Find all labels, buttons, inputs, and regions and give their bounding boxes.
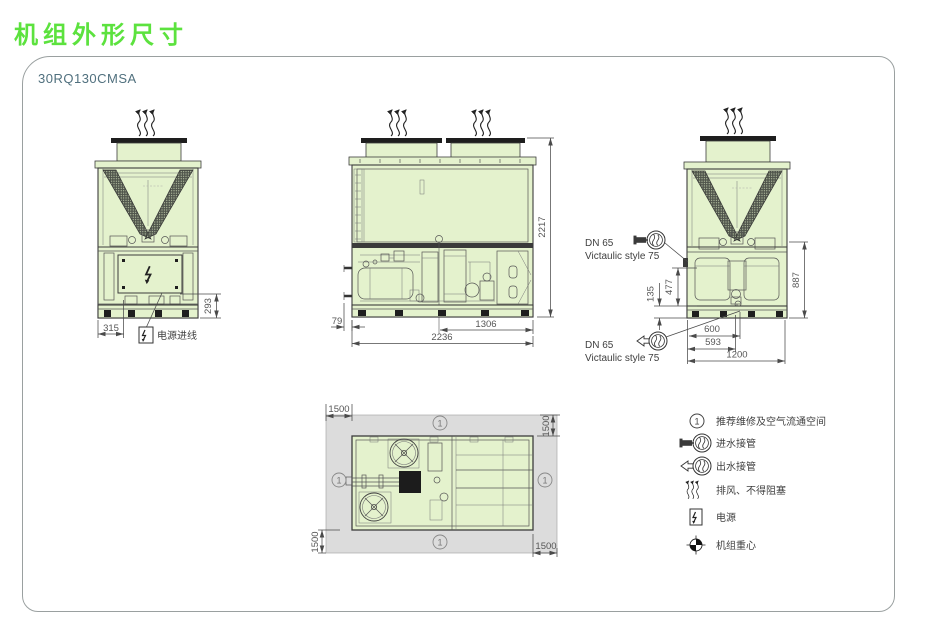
model-label: 30RQ130CMSA xyxy=(38,71,137,86)
svg-text:1: 1 xyxy=(542,476,547,486)
left-end-view: 315 293 电源进线 xyxy=(94,110,221,344)
legend-item-clearance: 1 推荐维修及空气流通空间 xyxy=(689,413,826,429)
gravity-icon xyxy=(686,535,706,555)
dim-600: 600 xyxy=(704,324,720,335)
pipe-in-size: DN 65 xyxy=(585,238,614,249)
side-view: 2217 79 1306 2236 xyxy=(331,110,554,347)
svg-text:1: 1 xyxy=(336,476,341,486)
clearance-marker-bottom: 1 xyxy=(432,534,448,550)
dim-2217: 2217 xyxy=(537,216,548,237)
legend-label-water-outlet: 出水接管 xyxy=(716,460,756,473)
exhaust-icon xyxy=(687,481,698,499)
legend: 1 推荐维修及空气流通空间 进水接管 出水接管 排风、不得阻塞 电源 xyxy=(678,413,826,555)
clearance-marker-right: 1 xyxy=(537,472,553,488)
svg-text:1: 1 xyxy=(437,538,442,548)
pipe-in-style: Victaulic style 75 xyxy=(585,251,660,262)
svg-text:1: 1 xyxy=(437,419,442,429)
drawing-frame: 30RQ130CMSA xyxy=(22,56,895,612)
water-outlet-connection xyxy=(636,310,741,351)
water-inlet-connection xyxy=(632,230,689,263)
dim-887: 887 xyxy=(791,272,802,288)
clearance-marker-top: 1 xyxy=(432,415,448,431)
legend-item-exhaust: 排风、不得阻塞 xyxy=(687,481,786,499)
dim-1500-bottom-right: 1500 xyxy=(535,541,556,552)
circle-1-icon xyxy=(689,413,705,429)
legend-item-power: 电源 xyxy=(689,508,736,526)
svg-text:1: 1 xyxy=(694,417,699,427)
dim-1200: 1200 xyxy=(726,350,747,361)
legend-item-water-inlet: 进水接管 xyxy=(678,433,756,453)
dim-1306: 1306 xyxy=(475,319,496,330)
legend-item-water-outlet: 出水接管 xyxy=(680,456,756,476)
clearance-marker-left: 1 xyxy=(331,472,347,488)
dim-135: 135 xyxy=(646,286,657,302)
power-inlet-label: 电源进线 xyxy=(157,329,197,342)
dim-1500-top-right: 1500 xyxy=(541,415,552,436)
dim-1500-top-left: 1500 xyxy=(328,404,349,415)
water-inlet-icon xyxy=(678,433,712,453)
page-title: 机组外形尺寸 xyxy=(14,22,188,49)
power-icon xyxy=(689,508,703,526)
dim-315: 315 xyxy=(103,323,119,334)
pipe-out-size: DN 65 xyxy=(585,340,614,351)
dim-477: 477 xyxy=(664,279,675,295)
legend-label-exhaust: 排风、不得阻塞 xyxy=(716,484,786,497)
right-end-view: 887 477 135 DN 65 Victaulic style 75 xyxy=(585,108,808,364)
legend-label-water-inlet: 进水接管 xyxy=(716,437,756,450)
legend-label-clearance: 推荐维修及空气流通空间 xyxy=(716,415,826,428)
dim-293: 293 xyxy=(203,298,214,314)
dim-79: 79 xyxy=(332,316,343,327)
plan-view: 1 1 1 1 1500 1500 1 xyxy=(310,404,560,557)
dim-2236: 2236 xyxy=(431,332,452,343)
water-outlet-icon xyxy=(680,456,712,476)
legend-label-power: 电源 xyxy=(716,511,736,524)
dim-593: 593 xyxy=(705,337,721,348)
pipe-out-style: Victaulic style 75 xyxy=(585,353,660,364)
legend-item-gravity: 机组重心 xyxy=(686,535,756,555)
legend-label-gravity: 机组重心 xyxy=(716,539,756,552)
dim-1500-bottom-left: 1500 xyxy=(310,531,321,552)
